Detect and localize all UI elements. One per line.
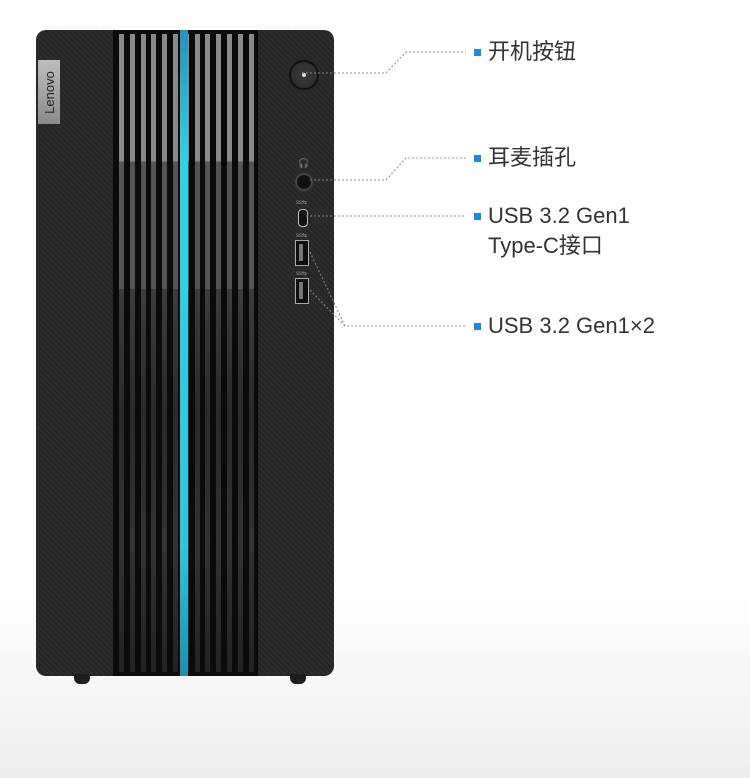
grill-slat (119, 34, 124, 672)
callout-usb-a: USB 3.2 Gen1×2 (474, 311, 655, 341)
callout-power-button: 开机按钮 (474, 37, 576, 67)
grill-slat (162, 34, 168, 672)
grill-slat (205, 34, 211, 672)
foot (74, 674, 90, 684)
grill-slat (248, 34, 254, 672)
usb-ss-icon: ss⇆ (296, 271, 308, 277)
lenovo-logo: Lenovo (38, 60, 60, 124)
callout-audio-jack: 耳麦插孔 (474, 143, 576, 173)
leader-line-usba (309, 289, 346, 327)
grill-slat (227, 34, 232, 672)
grill-slat (129, 34, 135, 672)
bullet-icon (474, 323, 481, 330)
leader-line-power (302, 51, 466, 74)
foot (290, 674, 306, 684)
pc-tower: Lenovo 🎧 ss⇆ ss⇆ ss⇆ (36, 30, 334, 676)
grill-slat (194, 34, 200, 672)
leader-line-audio (310, 157, 466, 181)
usb-c-port (298, 209, 308, 227)
rgb-light-strip (180, 30, 188, 676)
audio-jack (295, 173, 313, 191)
usb-a-port (295, 278, 309, 304)
bullet-icon (474, 213, 481, 220)
bullet-icon (474, 49, 481, 56)
grill-slat (173, 34, 178, 672)
grill-slat (216, 34, 222, 672)
usb-a-port (295, 240, 309, 266)
power-button[interactable] (289, 60, 319, 90)
grill-slat (140, 34, 146, 672)
grill-slat (237, 34, 243, 672)
headphone-icon: 🎧 (298, 158, 310, 168)
grill-slat (151, 34, 157, 672)
usb-ss-icon: ss⇆ (296, 233, 308, 239)
leader-line-usba (309, 251, 466, 327)
usb-ss-icon: ss⇆ (296, 200, 308, 206)
bullet-icon (474, 155, 481, 162)
